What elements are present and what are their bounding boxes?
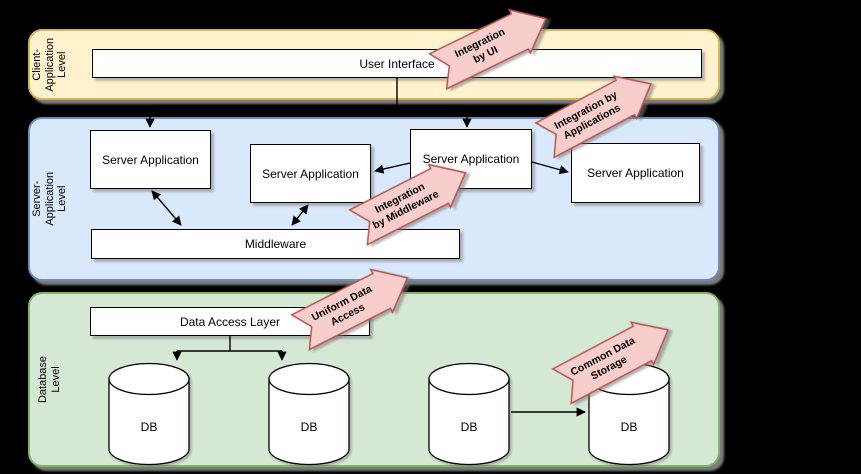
- arrow-ribbon-icon: [290, 268, 409, 351]
- database-band-label-line: Level: [50, 366, 62, 393]
- client-band-label: Client- Application Level: [28, 29, 72, 100]
- server-application-box-2: Server Application: [250, 144, 371, 203]
- database-cylinder-icon: [268, 362, 350, 466]
- server-band-label-line: Server-: [31, 180, 44, 218]
- server-band-label: Server- Application Level: [28, 117, 72, 281]
- user-interface-box: User Interface: [92, 49, 702, 78]
- banner-integration-by-applications: Integration by Applications: [534, 63, 662, 162]
- client-band-label-line: Client-: [31, 48, 44, 81]
- client-band-label-line: Application: [43, 37, 56, 92]
- db-label: DB: [460, 420, 478, 434]
- middleware-box: Middleware: [91, 229, 460, 259]
- arrow-ribbon-icon: [348, 163, 467, 246]
- banner-integration-by-middleware: Integration by Middleware: [348, 151, 477, 248]
- database-band-label: Database Level: [28, 292, 72, 467]
- database-cylinder-icon: [108, 362, 190, 466]
- database-cylinder-icon: [428, 362, 510, 466]
- server-application-box-1: Server Application: [90, 130, 211, 189]
- arrow-ribbon-icon: [534, 75, 653, 159]
- db-label: DB: [620, 420, 638, 434]
- client-band-label-line: Level: [56, 51, 69, 78]
- server-band-label-line: Level: [56, 185, 69, 213]
- arrow-ribbon-icon: [551, 321, 670, 405]
- db-label: DB: [300, 420, 318, 434]
- db-label: DB: [140, 420, 158, 434]
- banner-uniform-data-access: Uniform Data Access: [290, 256, 419, 353]
- banner-integration-by-ui: Integration by UI: [427, 0, 557, 93]
- database-band-label-line: Database: [37, 355, 50, 404]
- db-cylinder-3: DB: [427, 362, 511, 466]
- db-cylinder-1: DB: [107, 362, 191, 466]
- arrow-ribbon-icon: [427, 8, 547, 91]
- db-cylinder-2: DB: [267, 362, 351, 466]
- server-application-box-4: Server Application: [571, 143, 700, 203]
- banner-common-data-storage: Common Data Storage: [551, 309, 679, 408]
- server-band-label-line: Application: [43, 172, 56, 226]
